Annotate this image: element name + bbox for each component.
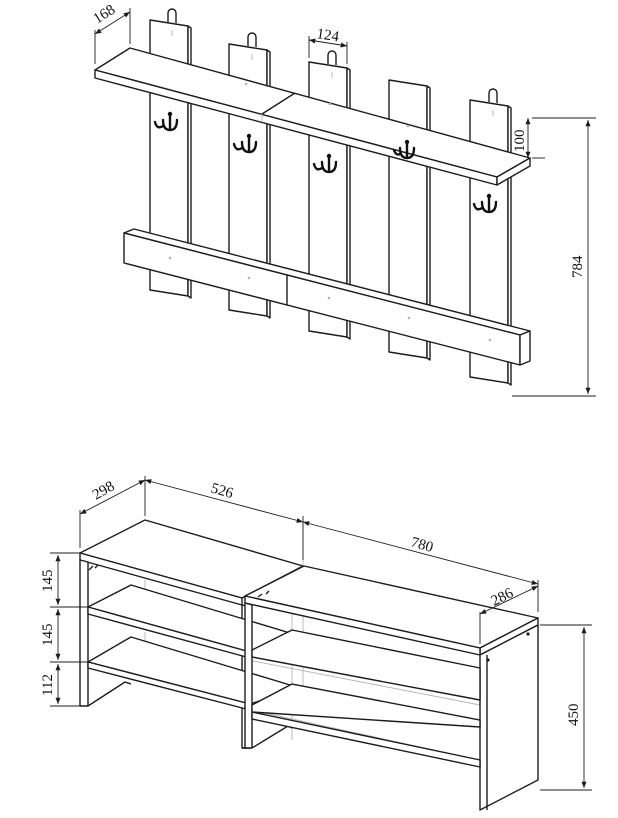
dim-label-780: 780: [409, 534, 435, 556]
hanger-dim-board-width: 124: [308, 26, 348, 64]
coat-hook-icon: [153, 111, 179, 132]
hanger-top-shelf: [94, 47, 531, 186]
hanger-dim-total-height: 784: [512, 117, 596, 397]
dim-label-124: 124: [315, 26, 340, 45]
bench-right-module: [244, 565, 539, 811]
hanger-dim-shelf-height: 100: [512, 117, 545, 159]
dim-label-145-mid: 145: [40, 624, 56, 647]
coat-hook-icon: [392, 139, 416, 160]
shoe-bench: 298 526 780 286 145 145 112: [40, 476, 592, 811]
hanger-bottom-rail: [123, 228, 531, 366]
coat-hook-icon: [472, 193, 498, 214]
dim-label-145-top: 145: [40, 570, 56, 593]
dim-label-298: 298: [90, 478, 117, 503]
dim-label-286: 286: [489, 585, 517, 609]
dim-label-526: 526: [209, 480, 236, 502]
coat-hook-icon: [312, 153, 338, 174]
hanger-hidden-marks: [168, 82, 492, 342]
dim-label-168: 168: [91, 2, 119, 27]
bench-dim-total-height: 450: [540, 624, 592, 791]
bench-dim-right-width: 780: [302, 521, 539, 612]
bench-dim-tiers: 145 145 112: [40, 552, 88, 707]
wall-hanger: 168 124 100 784: [91, 2, 596, 397]
dim-label-450: 450: [566, 704, 582, 727]
hanger-mounting-tabs: [167, 8, 498, 116]
coat-hook-icon: [232, 133, 258, 154]
dim-label-112: 112: [40, 674, 56, 696]
dim-label-784: 784: [570, 255, 586, 278]
dim-label-100: 100: [512, 130, 528, 153]
